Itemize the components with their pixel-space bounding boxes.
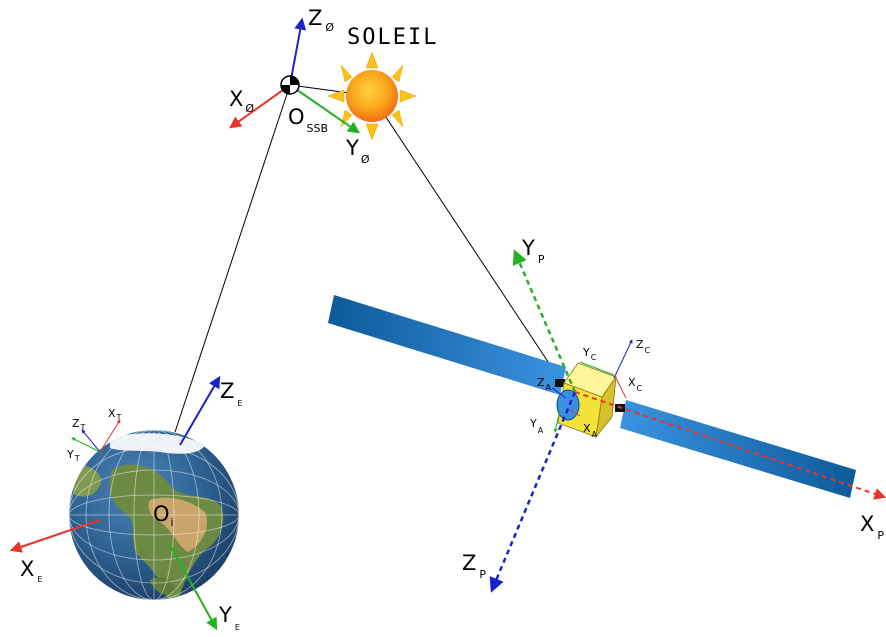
station-x-label: XT <box>108 407 122 422</box>
sun-to-spacecraft-line <box>371 95 569 393</box>
earth-y-axis <box>169 544 218 631</box>
earth-globe <box>69 430 239 600</box>
earth-x-axis <box>9 519 101 553</box>
station-z-axis <box>81 429 101 453</box>
platform-x-axis <box>574 391 886 500</box>
antenna-y-label: YA <box>529 417 544 435</box>
body-z-axis <box>613 339 633 379</box>
antenna-x-axis <box>569 409 581 417</box>
antenna-z-label: ZA <box>537 376 552 392</box>
earth-y-label: YE <box>218 603 240 632</box>
ssb-y-axis <box>289 84 360 134</box>
solar-panel-right <box>620 400 856 498</box>
platform-y-axis <box>512 249 577 393</box>
station-z-label: ZT <box>72 417 86 432</box>
ssb-z-axis <box>289 17 307 86</box>
station-x-axis <box>99 419 121 453</box>
antenna-z-axis <box>551 387 567 399</box>
ssb-x-axis <box>229 84 291 129</box>
earth-z-axis <box>179 375 221 446</box>
panel-connector-left <box>555 379 565 387</box>
sun-icon <box>327 51 417 141</box>
body-x-label: XC <box>628 376 643 393</box>
ssb-to-earth-line <box>174 84 291 433</box>
ssb-origin-marker <box>280 75 300 95</box>
station-y-axis <box>71 437 101 453</box>
earth-z-label: ZE <box>220 379 242 408</box>
body-z-label: ZC <box>636 338 651 355</box>
station-y-label: YT <box>66 448 80 463</box>
earth-origin-label: Oi <box>153 502 174 529</box>
solar-panel-left <box>328 295 566 395</box>
antenna-x-label: XA <box>583 422 598 439</box>
body-y-label: YC <box>582 346 597 362</box>
sun-title: SOLEIL <box>347 25 438 50</box>
antenna-y-axis <box>553 409 561 433</box>
body-y-axis <box>579 361 615 376</box>
body-x-axis <box>615 377 627 399</box>
